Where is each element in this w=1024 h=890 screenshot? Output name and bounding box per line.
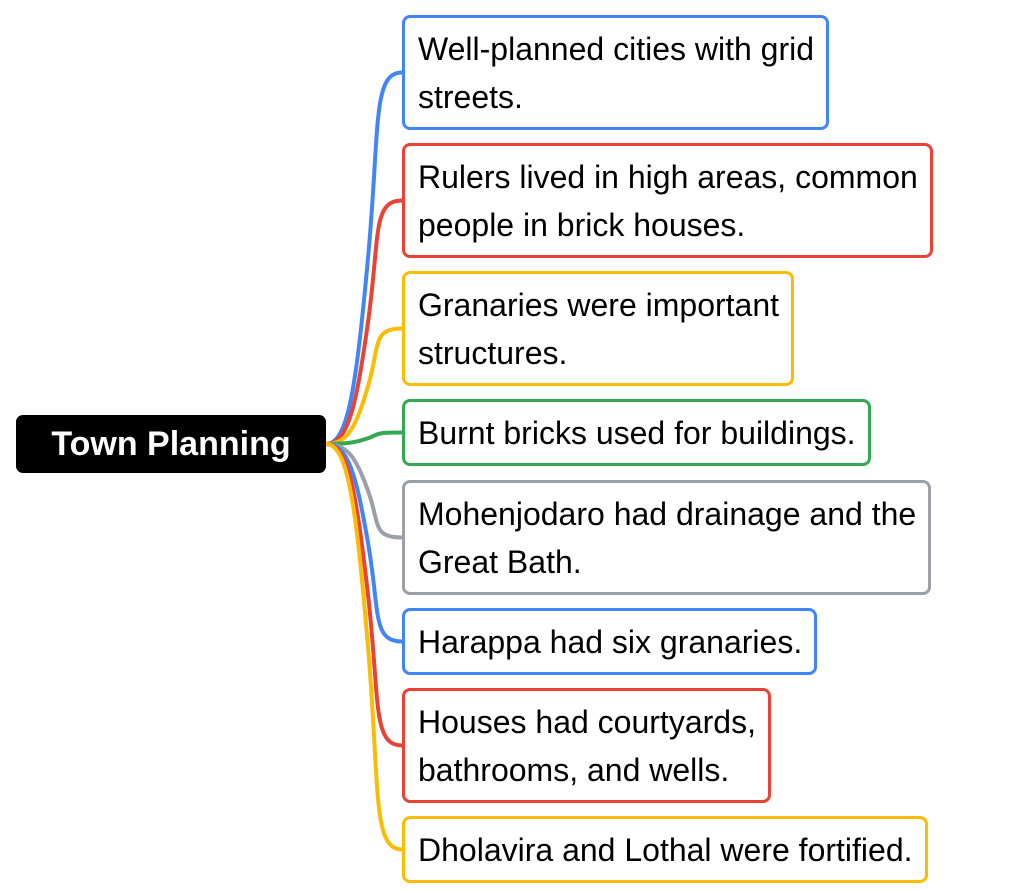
connector-rulers-high-areas [324,198,404,446]
branch-text-line: structures. [418,335,568,371]
connector-grid-streets [324,70,404,446]
branch-text-line: Burnt bricks used for buildings. [418,415,856,451]
branch-text-line: Rulers lived in high areas, common [418,159,918,195]
branch-text-line: Dholavira and Lothal were fortified. [418,832,913,868]
connector-mohenjodaro [324,442,404,540]
branch-node-rulers-high-areas[interactable]: Rulers lived in high areas, common peopl… [402,143,933,258]
branch-node-houses-courtyards[interactable]: Houses had courtyards, bathrooms, and we… [402,688,771,803]
branch-node-dholavira-lothal[interactable]: Dholavira and Lothal were fortified. [402,816,928,883]
branch-node-grid-streets[interactable]: Well-planned cities with grid streets. [402,15,830,130]
connector-granaries-important [324,326,404,446]
branch-node-granaries-important[interactable]: Granaries were important structures. [402,271,795,386]
connector-burnt-bricks [324,430,404,446]
branch-text-line: Mohenjodaro had drainage and the [418,496,917,532]
branch-text-line: Houses had courtyards, [418,704,756,740]
branch-text-line: Well-planned cities with grid [418,31,815,67]
branch-text-line: streets. [418,79,523,115]
branch-text-line: Harappa had six granaries. [418,624,803,660]
branch-text-line: Granaries were important [418,287,780,323]
connector-dholavira-lothal [324,442,404,852]
root-node-town-planning[interactable]: Town Planning [16,415,326,473]
branch-node-mohenjodaro[interactable]: Mohenjodaro had drainage and the Great B… [402,480,932,595]
connector-harappa [324,442,404,644]
branch-node-harappa[interactable]: Harappa had six granaries. [402,608,818,675]
branch-node-burnt-bricks[interactable]: Burnt bricks used for buildings. [402,399,871,466]
branch-text-line: people in brick houses. [418,207,746,243]
branch-text-line: bathrooms, and wells. [418,752,730,788]
branch-text-line: Great Bath. [418,544,582,580]
